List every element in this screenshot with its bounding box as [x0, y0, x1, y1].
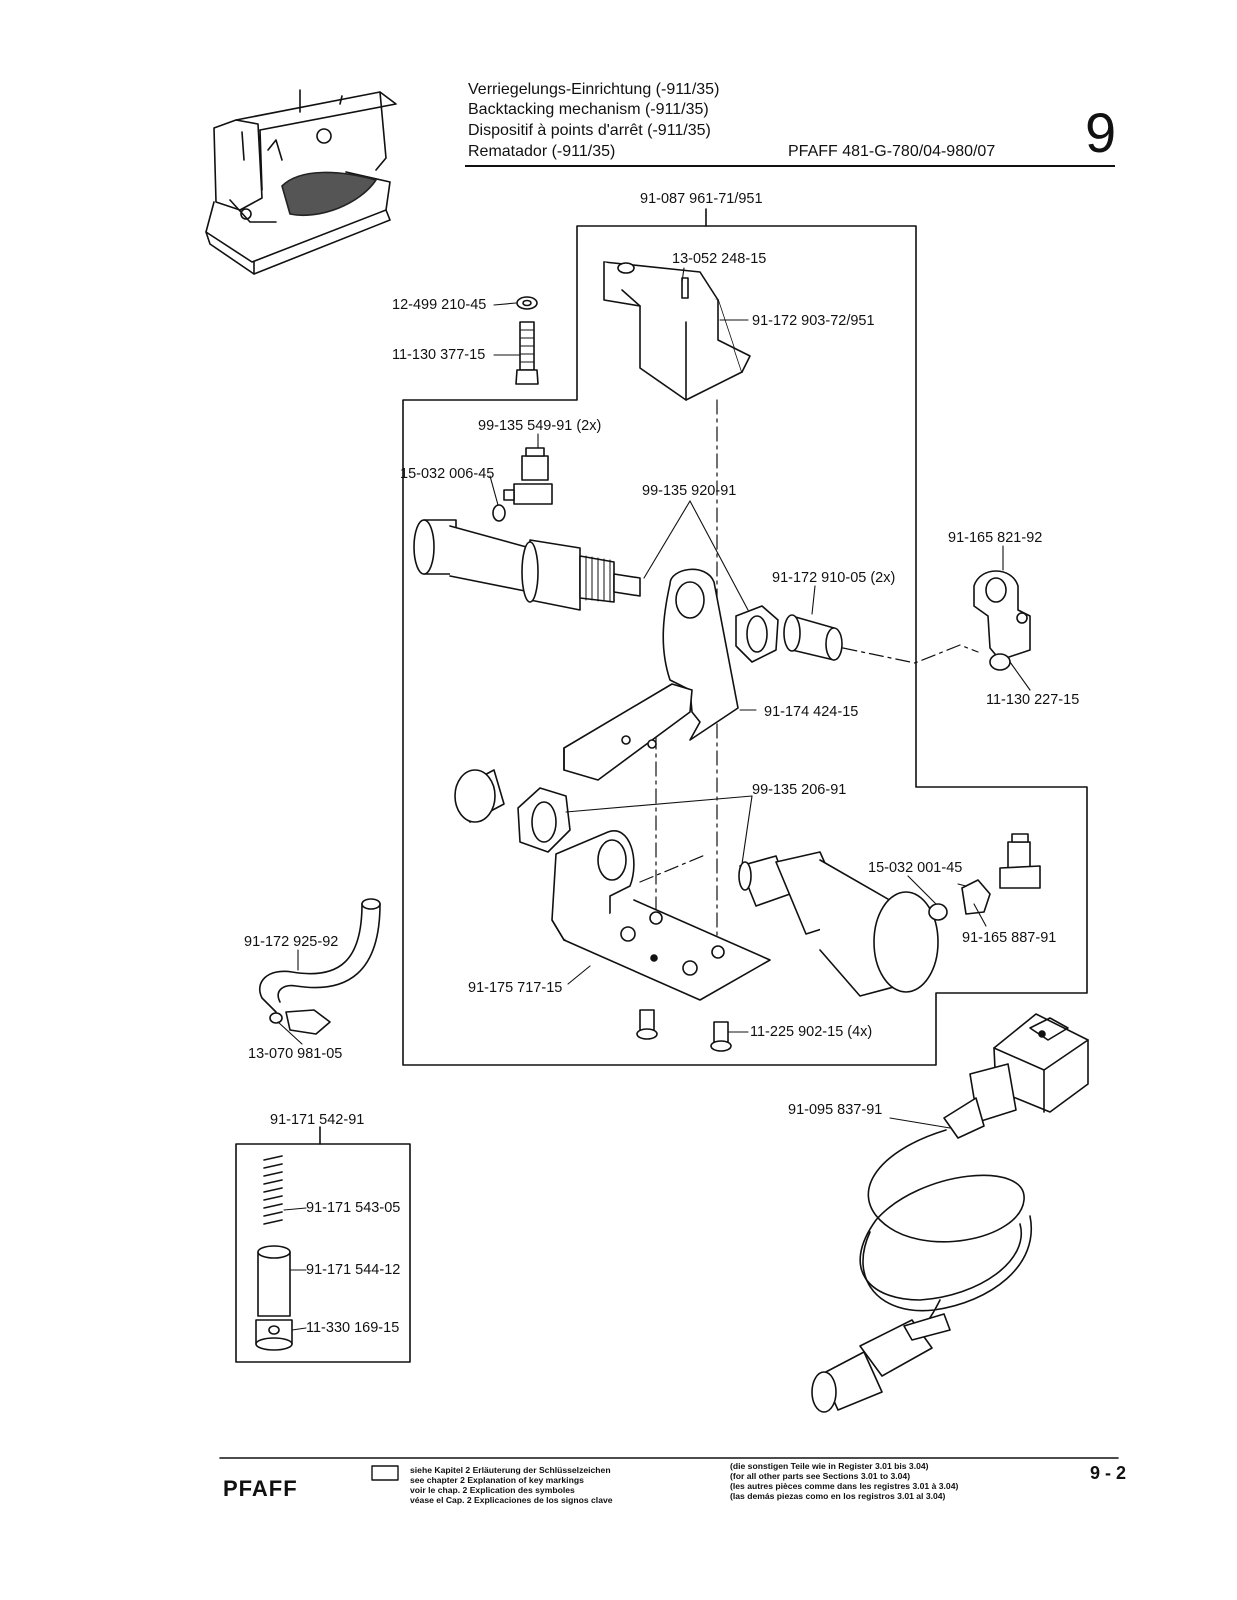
spring-part	[263, 1155, 283, 1225]
sewing-machine-illustration	[205, 89, 397, 275]
page-number: 9 - 2	[1090, 1463, 1127, 1483]
key-note-de: siehe Kapitel 2 Erläuterung der Schlüsse…	[410, 1465, 611, 1475]
upper-bracket-part	[603, 261, 751, 401]
title-english: Backtacking mechanism (-911/35)	[468, 101, 709, 118]
title-german: Verriegelungs-Einrichtung (-911/35)	[468, 81, 720, 98]
key-note-en: see chapter 2 Explanation of key marking…	[410, 1475, 584, 1485]
other-parts-en: (for all other parts see Sections 3.01 t…	[730, 1471, 911, 1481]
other-parts-de: (die sonstigen Teile wie in Register 3.0…	[730, 1461, 929, 1471]
key-note-es: véase el Cap. 2 Explicaciones de los sig…	[410, 1495, 613, 1505]
part-label: 91-172 925-92	[244, 934, 339, 950]
part-label: 13-070 981-05	[248, 1046, 343, 1062]
part-label: 91-174 424-15	[764, 704, 859, 720]
part-label: 12-499 210-45	[392, 297, 487, 313]
part-label: 11-130 377-15	[392, 347, 486, 363]
part-label: 15-032 006-45	[400, 466, 495, 482]
key-note-fr: voir le chap. 2 Explication des symboles	[410, 1485, 575, 1495]
part-label: 91-095 837-91	[788, 1102, 883, 1118]
part-label: 91-087 961-71/951	[640, 191, 763, 207]
part-label: 91-172 910-05 (2x)	[772, 570, 896, 586]
part-label: 11-330 169-15	[306, 1320, 400, 1336]
inset-box	[235, 1143, 411, 1363]
lever-part	[563, 568, 739, 781]
machine-model: PFAFF 481-G-780/04-980/07	[788, 143, 996, 160]
part-label: 91-171 543-05	[306, 1200, 401, 1216]
pneumatic-fitting-lower	[928, 833, 1041, 921]
pfaff-logo: PFAFF	[223, 1476, 298, 1501]
other-parts-fr: (les autres pièces comme dans les regist…	[730, 1481, 959, 1491]
part-label: 91-172 903-72/951	[752, 313, 875, 329]
nut-lower	[454, 769, 571, 853]
header-rule	[465, 165, 1115, 167]
upper-cylinder	[413, 519, 641, 611]
air-tube-part	[259, 898, 381, 1035]
clamp-part	[973, 570, 1031, 671]
part-label: 11-130 227-15	[986, 692, 1080, 708]
part-label: 91-165 821-92	[948, 530, 1043, 546]
pneumatic-fitting-upper	[492, 447, 553, 522]
part-label: 99-135 549-91 (2x)	[478, 418, 602, 434]
lower-cylinder	[738, 851, 939, 997]
part-label: 15-032 001-45	[868, 860, 963, 876]
other-parts-es: (las demás piezas como en los registros …	[730, 1491, 946, 1501]
lower-bracket-part	[551, 830, 771, 1001]
part-label: 99-135 206-91	[752, 782, 847, 798]
part-label: 99-135 920-91	[642, 483, 737, 499]
cable-connector-part	[811, 1013, 1089, 1413]
chapter-number: 9	[1085, 101, 1117, 164]
part-label: 13-052 248-15	[672, 251, 767, 267]
title-spanish: Rematador (-911/35)	[468, 143, 616, 160]
part-label: 91-171 544-12	[306, 1262, 401, 1278]
nut-upper	[735, 605, 843, 663]
part-label: 91-165 887-91	[962, 930, 1057, 946]
assembly-outline	[402, 225, 1088, 1066]
part-label: 11-225 902-15 (4x)	[750, 1024, 873, 1040]
title-french: Dispositif à points d'arrêt (-911/35)	[468, 122, 711, 139]
part-label: 91-171 542-91	[270, 1112, 365, 1128]
part-label: 91-175 717-15	[468, 980, 563, 996]
